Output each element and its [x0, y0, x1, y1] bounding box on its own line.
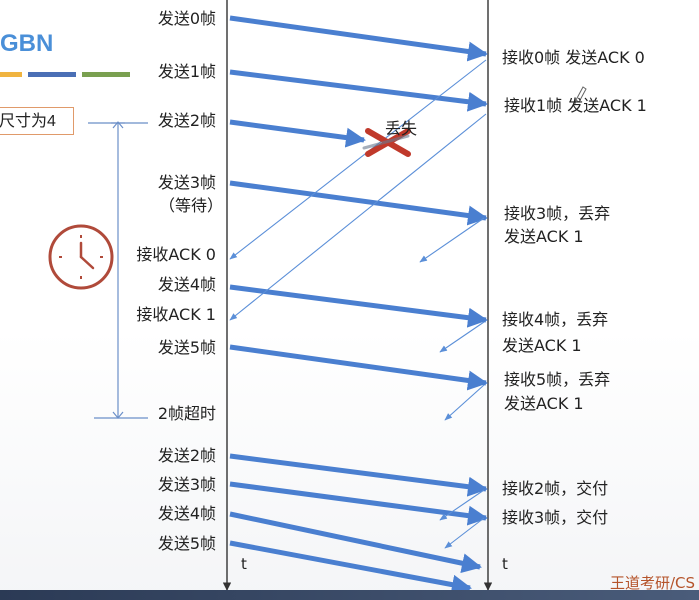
color-bar-orange	[0, 72, 22, 77]
receiver-label-5: 发送ACK 1	[502, 336, 582, 355]
frame-arrow-3	[229, 180, 488, 226]
receiver-time-label: t	[502, 555, 508, 573]
receiver-label-9: 接收3帧，交付	[502, 508, 609, 527]
sender-label-recv-ack-0: 接收ACK 0	[136, 245, 216, 264]
clock-icon	[48, 224, 114, 290]
color-bar-blue	[28, 72, 76, 77]
frame-arrow-2-lost	[229, 119, 366, 148]
sender-label-recv-ack-1: 接收ACK 1	[136, 305, 216, 324]
frame-arrow-4-resend	[229, 511, 482, 574]
sender-label-wait: （等待）	[158, 196, 223, 215]
sender-label-send-4: 发送4帧	[157, 275, 216, 294]
frame-arrow-2-resend	[229, 453, 488, 497]
lost-label: 丢失	[385, 119, 418, 138]
frame-arrow-0	[229, 15, 488, 62]
receiver-label-4: 接收4帧，丢弃	[502, 310, 609, 329]
sender-label-send-1: 发送1帧	[157, 62, 216, 81]
lost-x-shadow	[362, 134, 410, 150]
sender-label-resend-2: 发送2帧	[157, 446, 216, 465]
ack-arrow-1-dup-b	[439, 321, 485, 353]
sender-label-resend-4: 发送4帧	[157, 504, 216, 523]
sender-label-timeout: 2帧超时	[157, 404, 216, 423]
ack-arrow-3	[444, 517, 485, 549]
receiver-label-3: 发送ACK 1	[504, 227, 584, 246]
ack-arrow-1	[229, 113, 487, 321]
sender-label-send-2: 发送2帧	[157, 111, 216, 130]
frame-arrow-5	[229, 344, 488, 391]
ack-arrow-1-dup-a	[419, 217, 485, 263]
receiver-label-8: 接收2帧，交付	[502, 479, 609, 498]
ack-arrow-2	[439, 489, 485, 521]
sender-label-resend-3: 发送3帧	[157, 475, 216, 494]
frame-arrow-1	[229, 69, 488, 112]
sender-time-label: t	[241, 555, 247, 573]
brand-watermark: 王道考研/CS	[610, 574, 696, 592]
receiver-label-6: 接收5帧，丢弃	[504, 370, 611, 389]
color-bar-green	[82, 72, 130, 77]
sender-label-send-3: 发送3帧	[157, 173, 216, 192]
sender-label-send-0: 发送0帧	[157, 9, 216, 28]
window-size-box: 尺寸为4	[0, 107, 74, 135]
receiver-label-2: 接收3帧，丢弃	[504, 204, 611, 223]
frame-arrow-4	[229, 284, 488, 328]
receiver-label-7: 发送ACK 1	[504, 394, 584, 413]
bottom-band	[0, 590, 699, 600]
ack-arrow-1-dup-c	[444, 384, 485, 421]
frame-arrow-5-resend	[229, 540, 472, 595]
ack-arrow-0	[229, 59, 487, 260]
edit-pencil-icon	[574, 86, 587, 105]
page-title: GBN	[0, 30, 54, 57]
frame-arrow-3-resend	[229, 481, 488, 526]
receiver-label-1: 接收1帧 发送ACK 1	[504, 96, 647, 115]
sender-label-resend-5: 发送5帧	[157, 534, 216, 553]
sender-label-send-5: 发送5帧	[157, 338, 216, 357]
receiver-label-0: 接收0帧 发送ACK 0	[502, 48, 645, 67]
